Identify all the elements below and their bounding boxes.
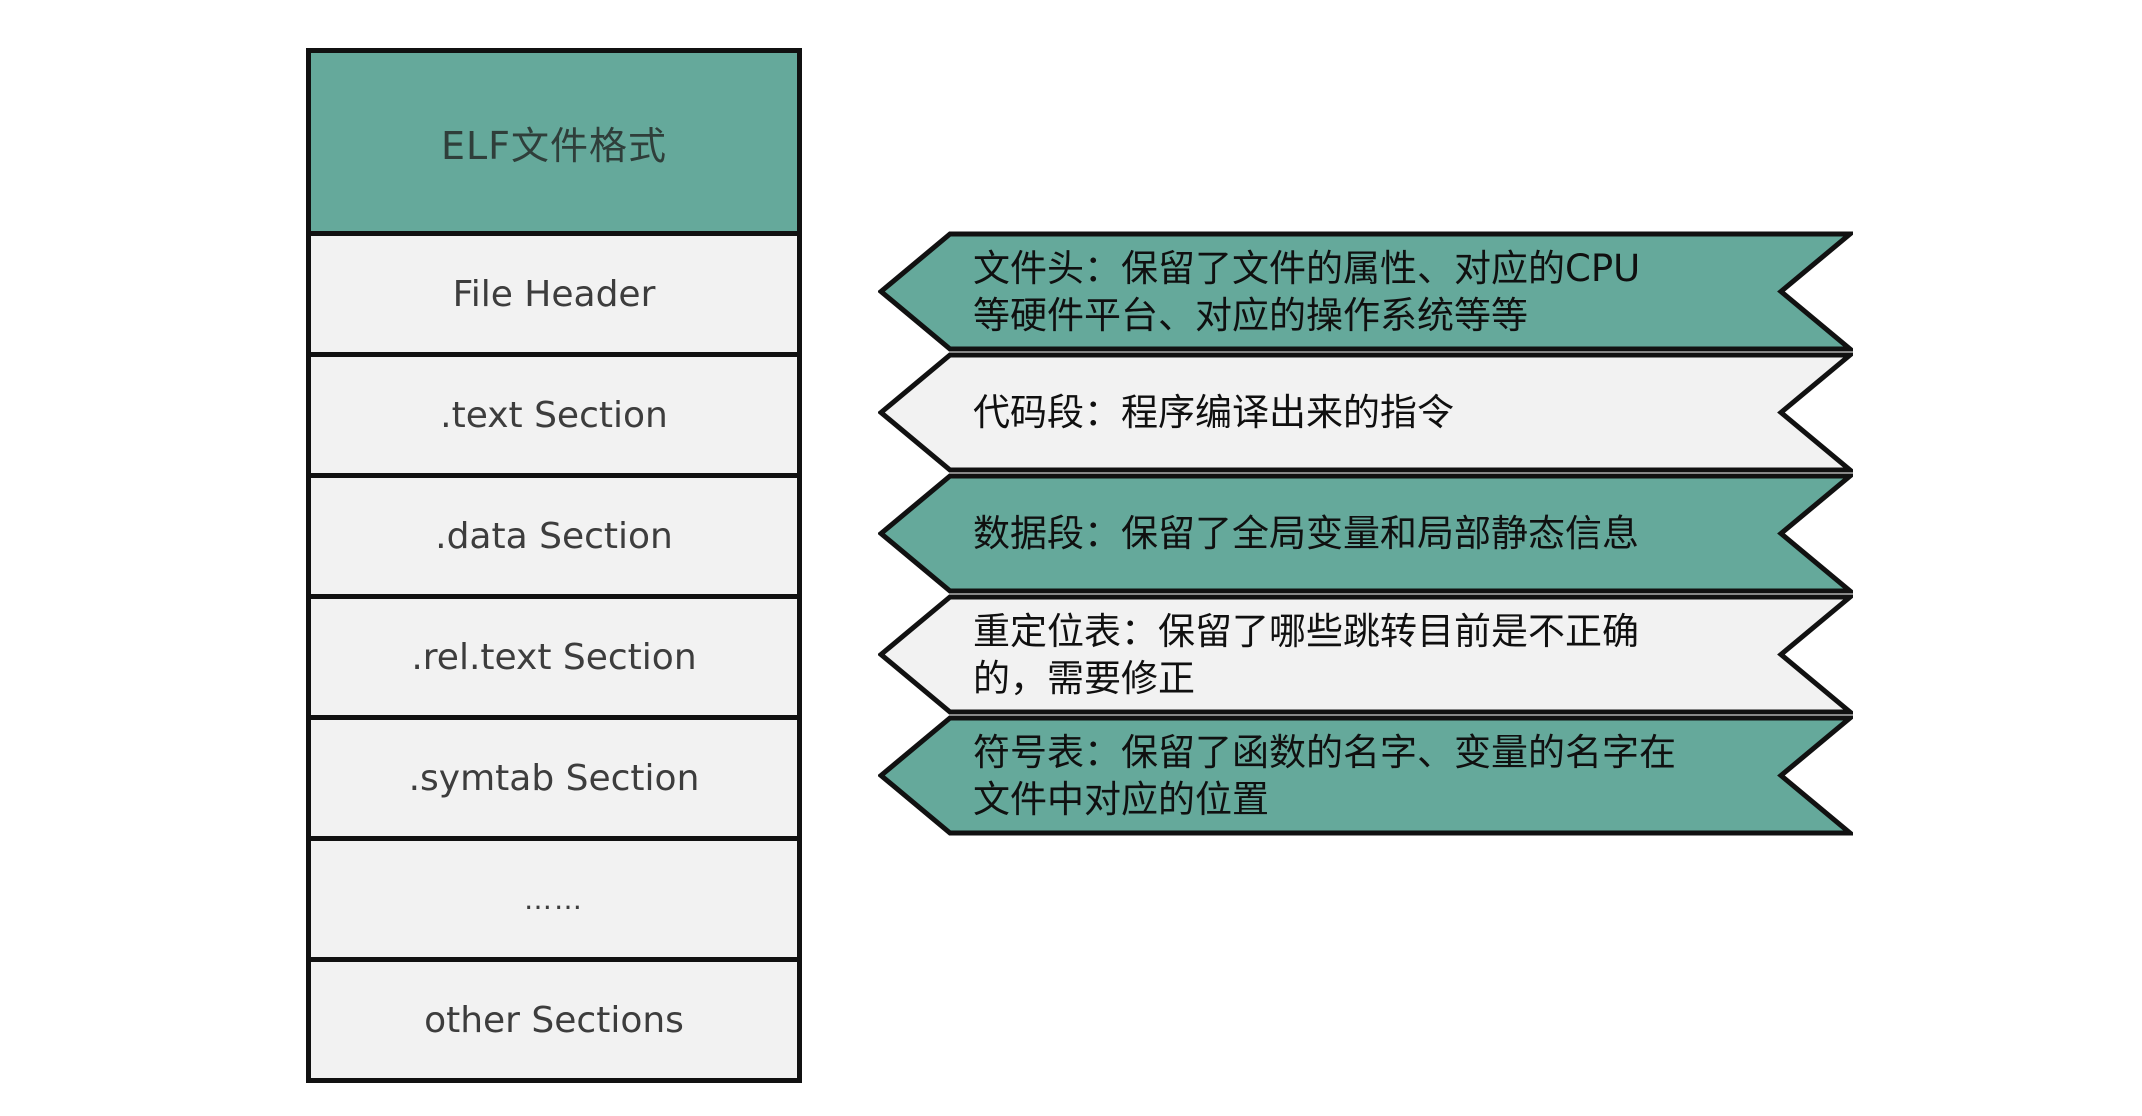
table-row-other-sections: other Sections bbox=[311, 962, 797, 1078]
ribbon-shape bbox=[878, 473, 1853, 594]
table-row-symtab-section: .symtab Section bbox=[311, 720, 797, 841]
banner-file-header: 文件头：保留了文件的属性、对应的CPU 等硬件平台、对应的操作系统等等 bbox=[878, 231, 1853, 352]
table-header-label: ELF文件格式 bbox=[440, 123, 668, 168]
table-row-text-section: .text Section bbox=[311, 357, 797, 478]
table-row-file-header: File Header bbox=[311, 236, 797, 357]
ribbon-shape bbox=[878, 715, 1853, 836]
banner-data-section: 数据段：保留了全局变量和局部静态信息 bbox=[878, 473, 1853, 594]
table-row-label: .data Section bbox=[435, 515, 673, 557]
table-row-label: File Header bbox=[452, 273, 656, 315]
table-row-label: …… bbox=[524, 882, 584, 916]
elf-structure-table: ELF文件格式 File Header .text Section .data … bbox=[306, 48, 802, 1083]
banner-rel-text-section: 重定位表：保留了哪些跳转目前是不正确 的，需要修正 bbox=[878, 594, 1853, 715]
banner-text: 数据段：保留了全局变量和局部静态信息 bbox=[973, 512, 1639, 555]
table-row-label: .rel.text Section bbox=[411, 636, 697, 678]
banner-text: 符号表：保留了函数的名字、变量的名字在 文件中对应的位置 bbox=[973, 730, 1676, 821]
table-row-label: other Sections bbox=[424, 999, 684, 1041]
banner-text-section: 代码段：程序编译出来的指令 bbox=[878, 352, 1853, 473]
table-row-label: .symtab Section bbox=[408, 757, 700, 799]
annotation-banners: 文件头：保留了文件的属性、对应的CPU 等硬件平台、对应的操作系统等等 代码段：… bbox=[878, 231, 1853, 836]
ribbon-shape bbox=[878, 594, 1853, 715]
ribbon-shape bbox=[878, 352, 1853, 473]
ribbon-shape bbox=[878, 231, 1853, 352]
banner-text: 重定位表：保留了哪些跳转目前是不正确 的，需要修正 bbox=[973, 609, 1639, 700]
banner-symtab-section: 符号表：保留了函数的名字、变量的名字在 文件中对应的位置 bbox=[878, 715, 1853, 836]
table-row-ellipsis: …… bbox=[311, 841, 797, 962]
banner-text: 代码段：程序编译出来的指令 bbox=[973, 391, 1454, 434]
table-header-cell: ELF文件格式 bbox=[311, 53, 797, 236]
table-row-label: .text Section bbox=[440, 394, 668, 436]
banner-text: 文件头：保留了文件的属性、对应的CPU 等硬件平台、对应的操作系统等等 bbox=[973, 246, 1641, 337]
table-row-data-section: .data Section bbox=[311, 478, 797, 599]
table-row-rel-text-section: .rel.text Section bbox=[311, 599, 797, 720]
